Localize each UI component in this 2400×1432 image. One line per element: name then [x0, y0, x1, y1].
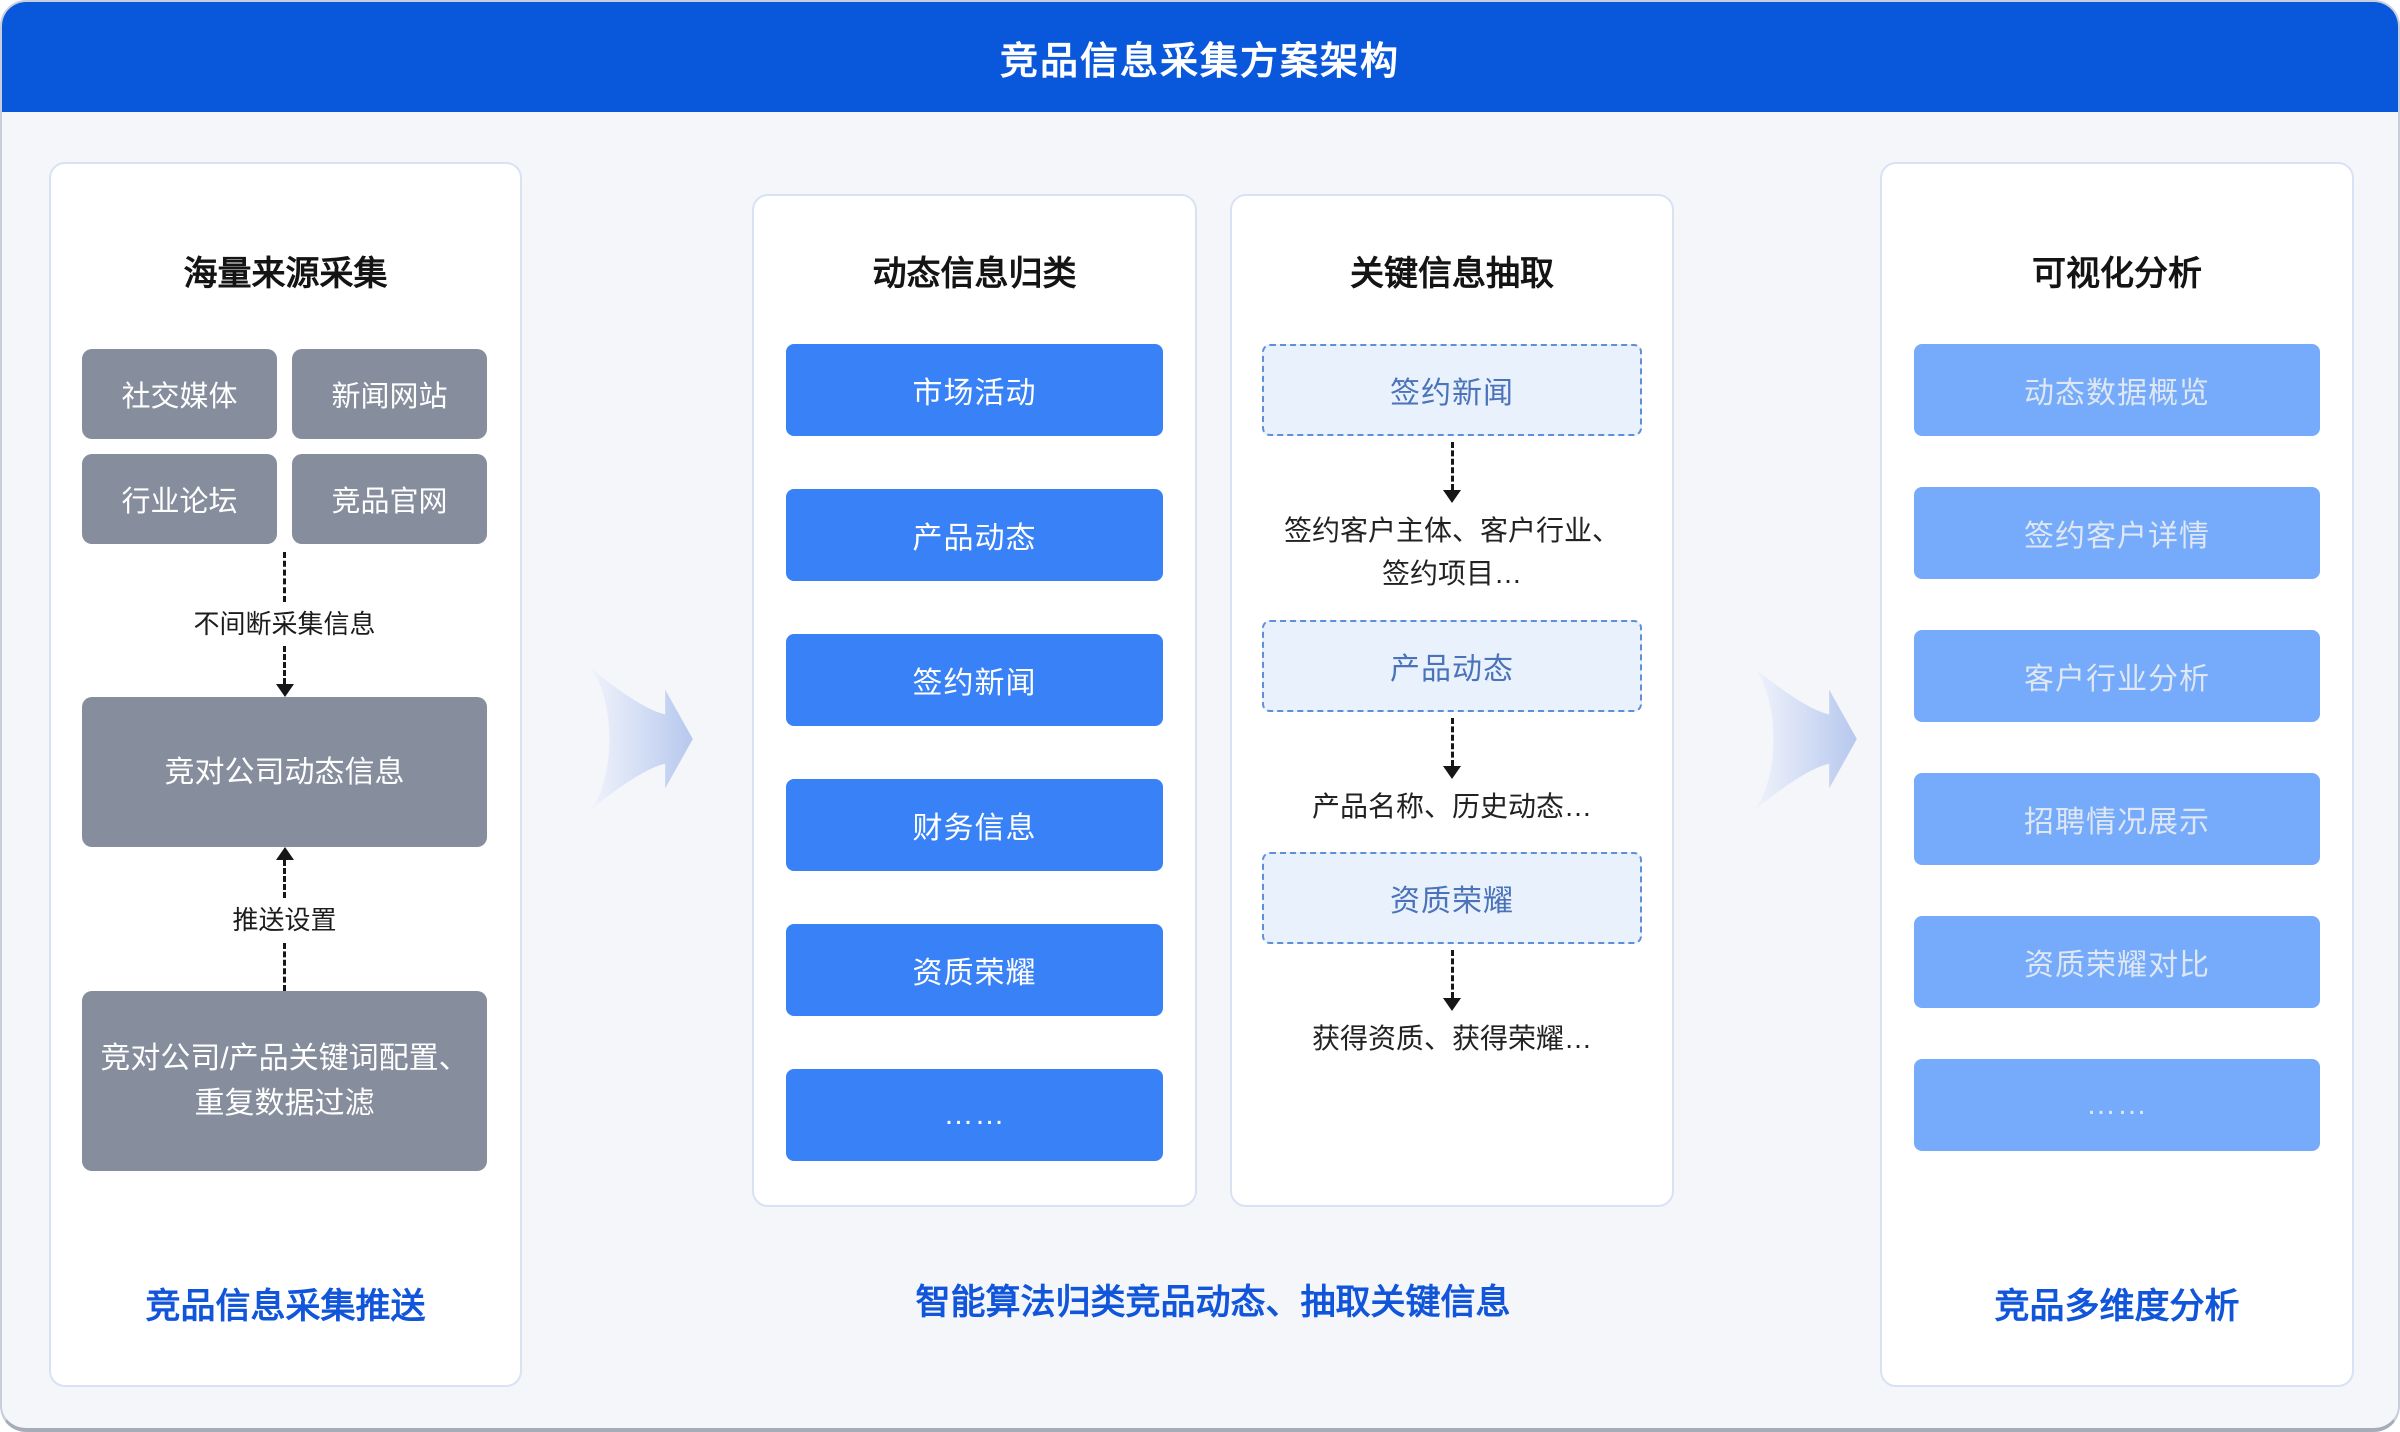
collection-flow: 不间断采集信息 竞对公司动态信息 推送设置 竞对公司/产品关键词配置、重复数据过… — [82, 552, 487, 1171]
panel-classify: 动态信息归类 市场活动 产品动态 签约新闻 财务信息 资质荣耀 …… — [752, 194, 1197, 1207]
flow-arrow-icon — [590, 667, 693, 811]
visualize-item-customer-industry-analysis: 客户行业分析 — [1914, 630, 2320, 722]
panel-extract: 关键信息抽取 签约新闻 签约客户主体、客户行业、签约项目… 产品动态 产品名称、… — [1230, 194, 1674, 1207]
classify-item-more: …… — [786, 1069, 1163, 1161]
arrowhead-down-icon — [1443, 998, 1461, 1012]
panel-classify-title: 动态信息归类 — [872, 255, 1077, 293]
extract-node-signing-news: 签约新闻 — [1262, 344, 1642, 436]
flow-label-push-settings: 推送设置 — [232, 905, 337, 936]
extract-detail-qualification-honor: 获得资质、获得荣耀… — [1311, 1023, 1592, 1055]
node-keyword-config: 竞对公司/产品关键词配置、重复数据过滤 — [82, 990, 487, 1171]
panel-extract-title: 关键信息抽取 — [1350, 255, 1554, 293]
source-node-news-site: 新闻网站 — [292, 349, 487, 439]
source-node-social-media: 社交媒体 — [82, 349, 277, 439]
panel-visualize-title: 可视化分析 — [2032, 255, 2202, 293]
visualize-item-dynamic-overview: 动态数据概览 — [1914, 344, 2320, 436]
flow-label-continuous-collect: 不间断采集信息 — [193, 609, 376, 639]
classify-item-financial-info: 财务信息 — [786, 779, 1163, 871]
diagram-title: 竞品信息采集方案架构 — [999, 40, 1400, 83]
extract-flow: 签约新闻 签约客户主体、客户行业、签约项目… 产品动态 产品名称、历史动态… 资… — [1262, 344, 1642, 1085]
extract-arrow — [1443, 717, 1461, 779]
source-node-industry-forum: 行业论坛 — [82, 454, 277, 544]
arrowhead-up-icon — [275, 847, 294, 861]
arrowhead-down-icon — [1443, 765, 1461, 779]
dashed-connector — [1450, 442, 1454, 490]
dashed-connector — [1450, 950, 1454, 999]
visualize-item-more: …… — [1914, 1059, 2320, 1151]
extract-node-product-dynamic: 产品动态 — [1262, 619, 1642, 712]
node-competitor-dynamic-info: 竞对公司动态信息 — [82, 697, 487, 848]
classify-item-signing-news: 签约新闻 — [786, 634, 1163, 726]
panel-visualize-caption: 竞品多维度分析 — [1994, 1287, 2240, 1326]
classify-item-product-dynamic: 产品动态 — [786, 489, 1163, 581]
extract-arrow — [1443, 950, 1461, 1012]
flow-arrow-icon — [1754, 667, 1857, 811]
arrowhead-down-icon — [1443, 490, 1461, 503]
panel-visualize: 可视化分析 动态数据概览 签约客户详情 客户行业分析 招聘情况展示 资质荣耀对比… — [1880, 162, 2354, 1387]
extract-detail-product-dynamic: 产品名称、历史动态… — [1311, 790, 1592, 822]
dashed-connector — [283, 942, 286, 991]
dashed-connector — [283, 552, 286, 602]
visualize-item-honor-compare: 资质荣耀对比 — [1914, 916, 2320, 1008]
source-grid: 社交媒体 新闻网站 行业论坛 竞品官网 — [82, 349, 487, 544]
panel-collection-caption: 竞品信息采集推送 — [145, 1287, 426, 1326]
visualize-list: 动态数据概览 签约客户详情 客户行业分析 招聘情况展示 资质荣耀对比 …… — [1914, 344, 2320, 1151]
panel-collection-title: 海量来源采集 — [183, 255, 388, 293]
panel-collection: 海量来源采集 社交媒体 新闻网站 行业论坛 竞品官网 不间断采集信息 竞对公司动… — [49, 162, 522, 1387]
classify-list: 市场活动 产品动态 签约新闻 财务信息 资质荣耀 …… — [786, 344, 1163, 1161]
classify-item-market-activity: 市场活动 — [786, 344, 1163, 436]
extract-detail-signing-news: 签约客户主体、客户行业、签约项目… — [1283, 515, 1620, 590]
classify-item-qualification-honor: 资质荣耀 — [786, 924, 1163, 1016]
arrowhead-down-icon — [275, 684, 294, 698]
visualize-item-recruiting-display: 招聘情况展示 — [1914, 773, 2320, 865]
dashed-connector — [283, 860, 286, 899]
middle-caption: 智能算法归类竞品动态、抽取关键信息 — [915, 1283, 1511, 1322]
extract-arrow — [1443, 442, 1461, 503]
header-bar: 竞品信息采集方案架构 — [2, 2, 2398, 112]
dashed-connector — [283, 646, 286, 685]
extract-node-qualification-honor: 资质荣耀 — [1262, 852, 1642, 945]
visualize-item-signing-customer-detail: 签约客户详情 — [1914, 487, 2320, 579]
dashed-connector — [1450, 717, 1454, 766]
source-node-competitor-site: 竞品官网 — [292, 454, 487, 544]
